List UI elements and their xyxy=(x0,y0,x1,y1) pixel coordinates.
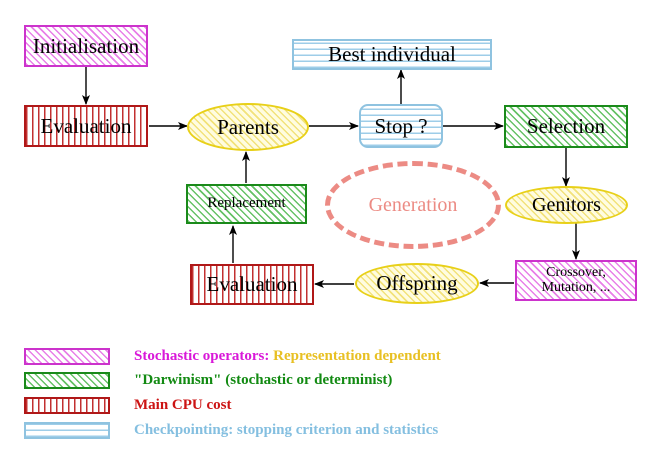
node-parents[interactable]: Parents xyxy=(187,103,309,151)
node-best-individual-label: Best individual xyxy=(328,42,456,67)
node-parents-label: Parents xyxy=(217,114,279,139)
legend-swatch-magenta-hatch xyxy=(24,348,110,365)
generation-label: Generation xyxy=(368,193,458,216)
legend-text-checkpointing: Checkpointing: stopping criterion and st… xyxy=(134,422,439,438)
node-initialisation[interactable]: Initialisation xyxy=(24,25,148,67)
legend-text-secondary: Representation dependent xyxy=(273,348,441,364)
node-crossover-mutation[interactable]: Crossover, Mutation, ... xyxy=(515,260,637,301)
node-offspring-label: Offspring xyxy=(376,271,458,296)
node-selection[interactable]: Selection xyxy=(504,105,628,148)
node-evaluation-top[interactable]: Evaluation xyxy=(24,105,148,147)
node-evaluation-bottom-label: Evaluation xyxy=(206,272,298,297)
node-evaluation-top-label: Evaluation xyxy=(40,113,132,138)
node-best-individual[interactable]: Best individual xyxy=(292,39,492,70)
legend-row: Main CPU cost xyxy=(24,397,232,414)
node-stop-label: Stop ? xyxy=(374,113,428,138)
node-stop[interactable]: Stop ? xyxy=(359,104,443,148)
legend-text-cpu-cost: Main CPU cost xyxy=(134,397,232,413)
legend-swatch-green-hatch xyxy=(24,372,110,389)
node-evaluation-bottom[interactable]: Evaluation xyxy=(190,264,314,305)
legend-text-primary: Stochastic operators: xyxy=(134,348,270,364)
node-genitors[interactable]: Genitors xyxy=(505,186,628,224)
legend-text-stochastic: Stochastic operators: Representation dep… xyxy=(134,348,441,365)
legend-text-darwinism: "Darwinism" (stochastic or determinist) xyxy=(134,372,393,388)
legend-row: Stochastic operators: Representation dep… xyxy=(24,348,441,365)
legend-swatch-blue-horizontal xyxy=(24,422,110,439)
node-initialisation-label: Initialisation xyxy=(32,33,140,58)
node-replacement[interactable]: Replacement xyxy=(186,184,307,224)
legend-row: "Darwinism" (stochastic or determinist) xyxy=(24,372,392,389)
node-crossover-label-line2: Mutation, ... xyxy=(541,279,611,295)
legend-row: Checkpointing: stopping criterion and st… xyxy=(24,422,438,439)
generation-annotation: Generation xyxy=(325,161,501,249)
legend-swatch-red-vertical xyxy=(24,397,110,414)
node-crossover-label-line1: Crossover, xyxy=(546,264,606,280)
node-selection-label: Selection xyxy=(526,114,606,139)
node-offspring[interactable]: Offspring xyxy=(355,263,479,304)
node-replacement-label: Replacement xyxy=(207,195,286,212)
node-genitors-label: Genitors xyxy=(532,193,601,216)
